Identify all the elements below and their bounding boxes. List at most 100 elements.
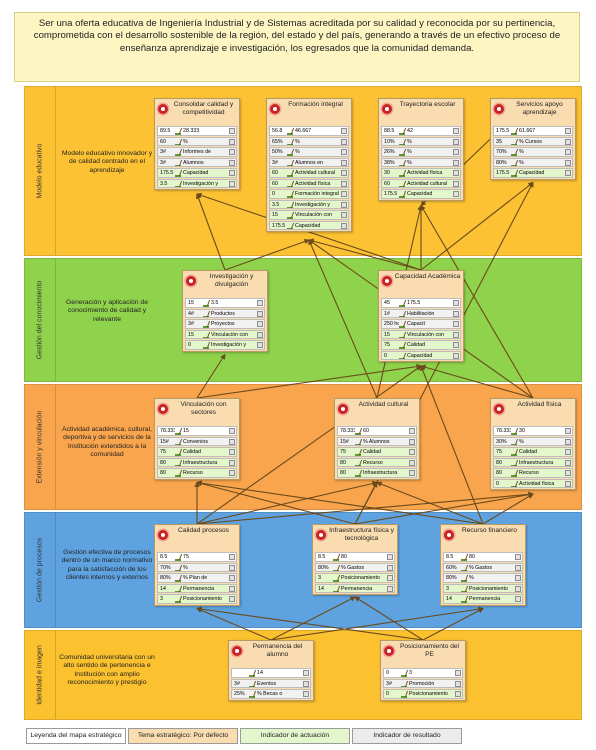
- details-button-icon[interactable]: [453, 149, 459, 155]
- details-button-icon[interactable]: [565, 128, 571, 134]
- details-button-icon[interactable]: [341, 149, 347, 155]
- details-button-icon[interactable]: [565, 470, 571, 476]
- details-button-icon[interactable]: [453, 300, 459, 306]
- details-button-icon[interactable]: [455, 680, 461, 687]
- details-button-icon[interactable]: [341, 222, 347, 229]
- indicator-row[interactable]: 50%%: [269, 147, 349, 157]
- indicator-row[interactable]: 70%%: [493, 147, 573, 157]
- details-button-icon[interactable]: [565, 449, 571, 455]
- indicator-row[interactable]: 250 hora (s)Capacit: [381, 319, 461, 329]
- details-button-icon[interactable]: [453, 310, 459, 317]
- details-button-icon[interactable]: [387, 575, 393, 581]
- details-button-icon[interactable]: [229, 564, 235, 571]
- details-button-icon[interactable]: [453, 138, 459, 145]
- indicator-row[interactable]: 80%%: [493, 157, 573, 167]
- details-button-icon[interactable]: [341, 159, 347, 166]
- details-button-icon[interactable]: [515, 585, 521, 592]
- details-button-icon[interactable]: [341, 201, 347, 208]
- details-button-icon[interactable]: [515, 596, 521, 602]
- details-button-icon[interactable]: [341, 180, 347, 187]
- details-button-icon[interactable]: [453, 170, 459, 176]
- details-button-icon[interactable]: [409, 459, 415, 466]
- details-button-icon[interactable]: [565, 459, 571, 466]
- indicator-row[interactable]: 38%%: [381, 157, 461, 167]
- details-button-icon[interactable]: [387, 564, 393, 571]
- details-button-icon[interactable]: [257, 310, 263, 317]
- indicator-row[interactable]: 30%%: [493, 436, 573, 446]
- details-button-icon[interactable]: [515, 554, 521, 560]
- details-button-icon[interactable]: [515, 564, 521, 571]
- details-button-icon[interactable]: [229, 428, 235, 434]
- indicator-row[interactable]: 25%% Becas o: [231, 689, 311, 699]
- indicator-row[interactable]: 70%%: [157, 562, 237, 572]
- details-button-icon[interactable]: [229, 585, 235, 592]
- details-button-icon[interactable]: [515, 575, 521, 581]
- indicator-row[interactable]: 26%%: [381, 147, 461, 157]
- indicator-row[interactable]: 60%% Gastos: [443, 562, 523, 572]
- details-button-icon[interactable]: [303, 670, 309, 676]
- details-button-icon[interactable]: [453, 321, 459, 327]
- details-button-icon[interactable]: [409, 470, 415, 476]
- indicator-row[interactable]: 65%%: [269, 136, 349, 146]
- details-button-icon[interactable]: [229, 170, 235, 176]
- details-button-icon[interactable]: [387, 554, 393, 560]
- details-button-icon[interactable]: [229, 138, 235, 145]
- indicator-row[interactable]: 3#Alumnos: [157, 157, 237, 167]
- details-button-icon[interactable]: [453, 128, 459, 134]
- details-button-icon[interactable]: [229, 575, 235, 581]
- indicator-row[interactable]: 3#Promoción: [383, 678, 463, 688]
- details-button-icon[interactable]: [229, 128, 235, 134]
- details-button-icon[interactable]: [565, 149, 571, 155]
- details-button-icon[interactable]: [341, 170, 347, 176]
- indicator-row[interactable]: 3#Proyectos: [185, 319, 265, 329]
- indicator-row[interactable]: 3#Eventos: [231, 678, 311, 688]
- details-button-icon[interactable]: [453, 191, 459, 197]
- details-button-icon[interactable]: [455, 670, 461, 676]
- indicator-row[interactable]: 80%%: [443, 573, 523, 583]
- details-button-icon[interactable]: [453, 331, 459, 338]
- details-button-icon[interactable]: [229, 159, 235, 166]
- indicator-row[interactable]: 35% Cursos: [493, 136, 573, 146]
- details-button-icon[interactable]: [453, 159, 459, 166]
- details-button-icon[interactable]: [565, 438, 571, 445]
- details-button-icon[interactable]: [341, 191, 347, 197]
- details-button-icon[interactable]: [565, 428, 571, 434]
- indicator-row[interactable]: 14: [231, 668, 311, 678]
- details-button-icon[interactable]: [453, 352, 459, 359]
